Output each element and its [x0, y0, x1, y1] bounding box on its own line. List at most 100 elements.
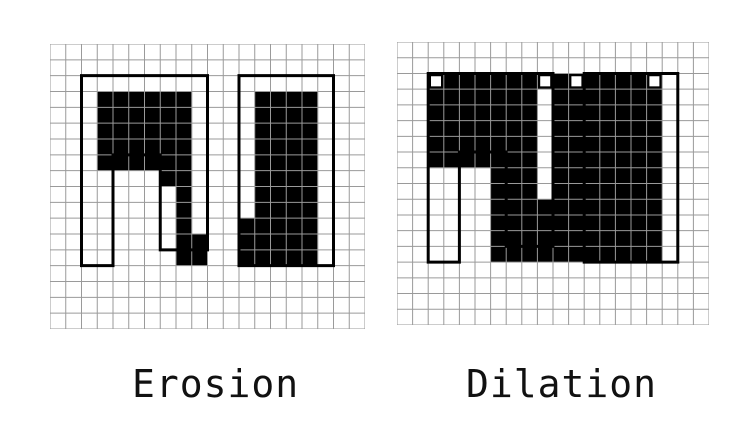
filled-cell [568, 89, 585, 106]
filled-cell [302, 218, 319, 235]
filled-cell [521, 73, 538, 90]
hole-cell [649, 76, 660, 87]
filled-cell [521, 136, 538, 153]
filled-cell [475, 136, 491, 153]
filled-cell [631, 89, 647, 106]
filled-cell [599, 152, 616, 169]
filled-cell [537, 230, 554, 247]
filled-cell [568, 152, 585, 169]
filled-cell [584, 199, 601, 216]
filled-cell [521, 104, 538, 121]
filled-cell [254, 170, 271, 187]
filled-cell [553, 167, 569, 184]
dilation-holes [431, 76, 660, 87]
filled-cell [553, 120, 569, 137]
filled-cell [128, 123, 145, 140]
filled-cell [459, 136, 476, 153]
dilation-grid-diagram [397, 42, 709, 325]
filled-cell [428, 89, 445, 106]
filled-cell [286, 249, 303, 266]
filled-cell [568, 214, 585, 231]
filled-cell [599, 167, 616, 184]
filled-cell [428, 120, 445, 137]
filled-cell [599, 183, 616, 200]
filled-cell [459, 152, 476, 169]
filled-cell [443, 73, 460, 90]
filled-cell [568, 246, 585, 263]
filled-cell [599, 136, 616, 153]
filled-cell [176, 202, 193, 219]
filled-cell [286, 218, 303, 235]
filled-cell [584, 246, 601, 263]
filled-cell [490, 73, 507, 90]
filled-cell [428, 136, 445, 153]
filled-cell [553, 230, 569, 247]
filled-cell [631, 152, 647, 169]
filled-cell [144, 91, 161, 108]
filled-cell [521, 120, 538, 137]
filled-cell [521, 214, 538, 231]
filled-cell [191, 234, 208, 251]
filled-cell [490, 246, 507, 263]
filled-cell [302, 154, 319, 171]
filled-cell [506, 89, 523, 106]
filled-cell [631, 167, 647, 184]
filled-cell [568, 167, 585, 184]
filled-cell [631, 104, 647, 121]
filled-cell [97, 154, 114, 171]
filled-cell [490, 152, 507, 169]
filled-cell [584, 230, 601, 247]
filled-cell [615, 104, 632, 121]
filled-cell [459, 89, 476, 106]
filled-cell [113, 107, 130, 124]
filled-cell [176, 218, 193, 235]
filled-cell [521, 183, 538, 200]
filled-cell [615, 199, 632, 216]
filled-cell [646, 120, 663, 137]
filled-cell [160, 139, 177, 156]
filled-cell [568, 120, 585, 137]
filled-cell [302, 234, 319, 251]
original-shape-outline [426, 71, 555, 264]
filled-cell [490, 136, 507, 153]
filled-cell [521, 246, 538, 263]
filled-cell [553, 73, 569, 90]
filled-cell [302, 170, 319, 187]
filled-cell [584, 104, 601, 121]
filled-cell [270, 139, 287, 156]
filled-cell [286, 186, 303, 203]
filled-cell [599, 199, 616, 216]
filled-cell [631, 183, 647, 200]
filled-cell [176, 123, 193, 140]
filled-cell [443, 104, 460, 121]
filled-cell [631, 246, 647, 263]
filled-cell [475, 152, 491, 169]
filled-cell [615, 73, 632, 90]
filled-cell [553, 183, 569, 200]
filled-cell [615, 152, 632, 169]
filled-cell [506, 73, 523, 90]
filled-cell [521, 230, 538, 247]
filled-cell [584, 136, 601, 153]
filled-cell [270, 91, 287, 108]
filled-cell [254, 202, 271, 219]
dilation-original-outline [426, 71, 680, 264]
filled-cell [568, 136, 585, 153]
filled-cell [428, 152, 445, 169]
filled-cell [97, 91, 114, 108]
dilation-caption: Dilation [466, 362, 658, 406]
hole-cell [431, 76, 441, 87]
filled-cell [254, 107, 271, 124]
erosion-original-outline [80, 74, 335, 268]
filled-cell [506, 183, 523, 200]
erosion-grid-diagram [50, 44, 365, 329]
filled-cell [254, 154, 271, 171]
filled-cell [615, 120, 632, 137]
filled-cell [506, 214, 523, 231]
filled-cell [302, 249, 319, 266]
filled-cell [286, 234, 303, 251]
filled-cell [270, 202, 287, 219]
filled-cell [191, 249, 208, 266]
filled-cell [475, 89, 491, 106]
filled-cell [270, 154, 287, 171]
